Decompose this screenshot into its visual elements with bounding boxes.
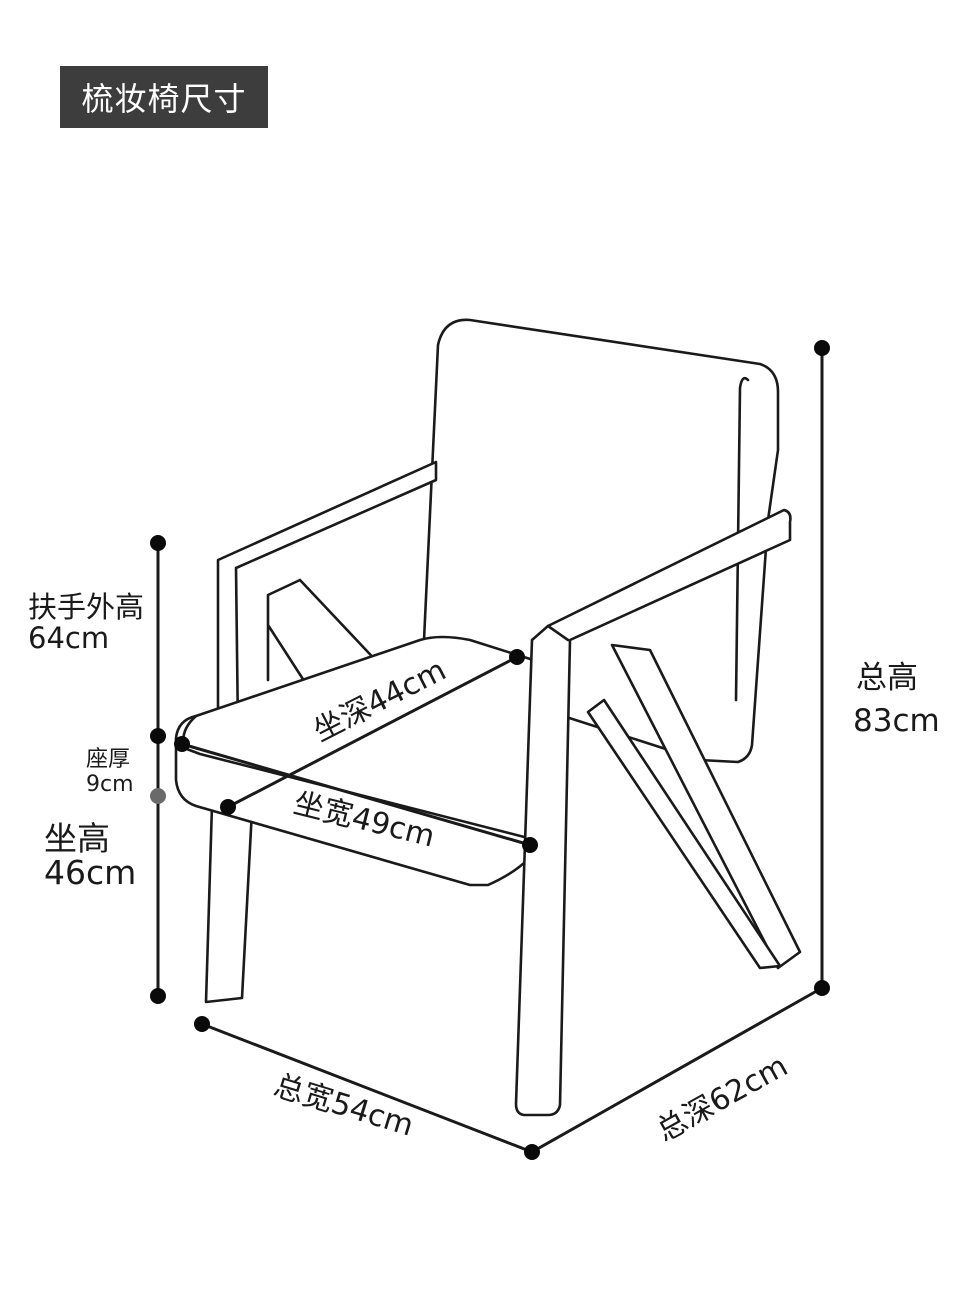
chair-right-arm-inner [546, 624, 570, 642]
total-width-line [201, 1022, 533, 1154]
dot-floor-left [150, 988, 166, 1004]
dot-width-left [194, 1016, 210, 1032]
chair-left-arm-inner [266, 578, 434, 722]
seat-width-line [181, 742, 531, 847]
dot-seat-width-right [522, 837, 538, 853]
dot-seat-depth-back [509, 649, 525, 665]
dimension-lines [156, 348, 824, 1154]
dot-height-bottom [814, 980, 830, 996]
chair-left-front-leg [204, 803, 254, 1004]
dimension-dots [150, 340, 830, 1160]
armrest-height-value: 64cm [28, 621, 109, 655]
chair-right-brace [610, 643, 802, 970]
chair-right-arm-frame [514, 508, 792, 1117]
seat-depth-line [227, 655, 518, 809]
dot-height-top [814, 340, 830, 356]
title-badge: 梳妆椅尺寸 [60, 66, 268, 128]
dot-seat-bottom [150, 788, 166, 804]
chair-right-brace-lower [586, 698, 782, 970]
dot-seat-depth-front [220, 799, 236, 815]
total-height-value: 83cm [853, 703, 940, 739]
seat-height-label: 坐高 [44, 819, 110, 858]
chair-illustration [174, 318, 802, 1117]
page-title: 梳妆椅尺寸 [81, 80, 247, 118]
total-depth-label: 总深62cm [651, 1049, 794, 1149]
dot-seat-top [150, 728, 166, 744]
seat-height-value: 46cm [44, 853, 136, 892]
chair-backrest-side [734, 376, 750, 702]
dot-armrest-top [150, 535, 166, 551]
armrest-height-label: 扶手外高 [28, 590, 144, 624]
seat-thickness-value: 9cm [86, 772, 134, 797]
dot-width-right [524, 1144, 540, 1160]
total-depth-line [531, 986, 823, 1154]
total-height-label: 总高 [856, 660, 918, 696]
dot-seat-width-left [174, 736, 190, 752]
seat-thickness-label: 座厚 [86, 747, 130, 772]
